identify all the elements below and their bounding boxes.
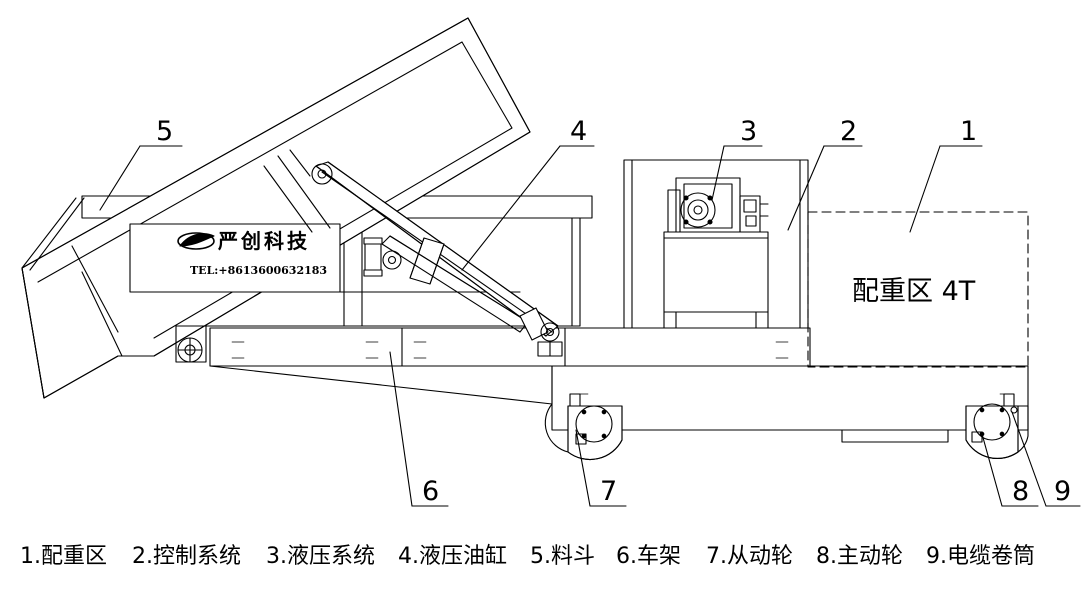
callout-2: 2 [840,116,857,147]
callout-1: 1 [960,116,977,147]
callout-4: 4 [570,116,587,147]
callout-3: 3 [740,116,757,147]
legend-item-control-system: 2.控制系统 [132,544,241,569]
legend-item-driving-wheel: 8.主动轮 [816,544,903,569]
driving-wheel [965,403,1019,459]
counterweight-zone: 配重区 4T [807,211,1029,368]
leader-lines [99,145,1081,507]
legend-item-hopper: 5.料斗 [530,544,595,569]
brand-name: 严创科技 [217,229,310,253]
hopper-pivot [177,337,203,363]
callout-7: 7 [600,476,617,507]
control-cabinet [623,159,809,329]
legend-item-driven-wheel: 7.从动轮 [706,544,793,569]
brand-tel: TEL:+8613600632183 [190,264,327,277]
callout-numbers: 1 2 3 4 5 6 7 8 9 [156,116,1071,507]
legend-item-frame: 6.车架 [616,544,681,569]
parts-legend: 1.配重区 2.控制系统 3.液压系统 4.液压油缸 5.料斗 6.车架 7.从… [20,538,1070,574]
callout-8: 8 [1012,476,1029,507]
callout-5: 5 [156,116,173,147]
callout-9: 9 [1054,476,1071,507]
legend-item-cable-drum: 9.电缆卷筒 [926,544,1035,569]
vehicle-frame [209,327,1029,443]
callout-6: 6 [422,476,439,507]
counterweight-label: 配重区 4T [852,276,976,307]
hydraulic-station [663,177,769,329]
brand-logo: 严创科技 TEL:+8613600632183 [177,229,327,277]
cable-drum [1003,393,1029,453]
legend-item-counterweight: 1.配重区 [20,544,107,569]
hydraulic-cylinder [311,161,563,357]
legend-item-hydraulic-system: 3.液压系统 [266,544,375,569]
legend-item-hydraulic-cylinder: 4.液压油缸 [398,544,507,569]
hopper [21,17,531,399]
driven-wheel [544,393,623,461]
